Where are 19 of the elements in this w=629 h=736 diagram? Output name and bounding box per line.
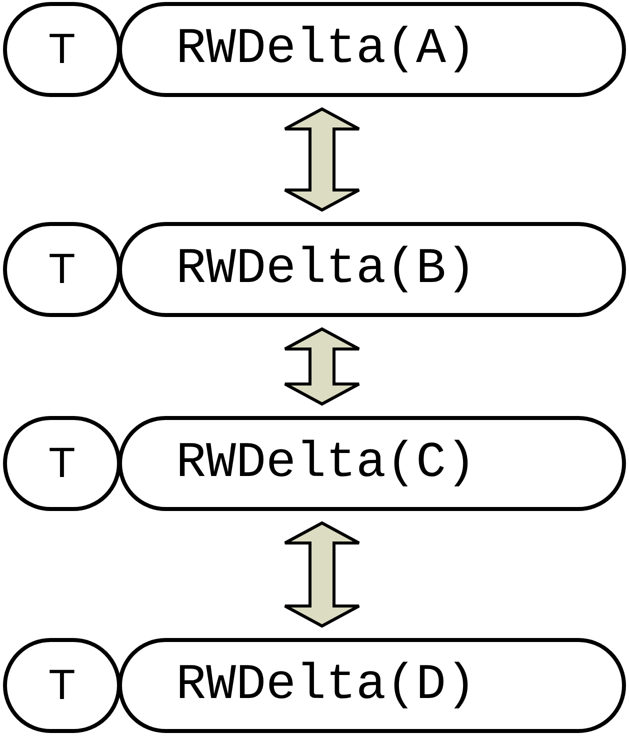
box-label: T — [50, 246, 74, 292]
box-label: RWDelta(C) — [176, 435, 476, 492]
box-label: RWDelta(A) — [176, 21, 476, 78]
label-pill — [3, 222, 121, 317]
double-arrow — [284, 107, 360, 212]
label-pill — [3, 638, 121, 733]
label-pill — [3, 416, 121, 511]
label-pill — [3, 2, 121, 97]
double-arrow — [284, 327, 360, 406]
box-label: RWDelta(B) — [176, 241, 476, 298]
rounded-box — [118, 222, 626, 317]
box-label: T — [50, 662, 74, 708]
rounded-box — [118, 2, 626, 97]
rounded-box — [118, 638, 626, 733]
box-label: RWDelta(D) — [176, 657, 476, 714]
box-label: T — [50, 440, 74, 486]
rounded-box — [118, 416, 626, 511]
double-arrow — [284, 521, 360, 628]
box-label: T — [50, 26, 74, 72]
